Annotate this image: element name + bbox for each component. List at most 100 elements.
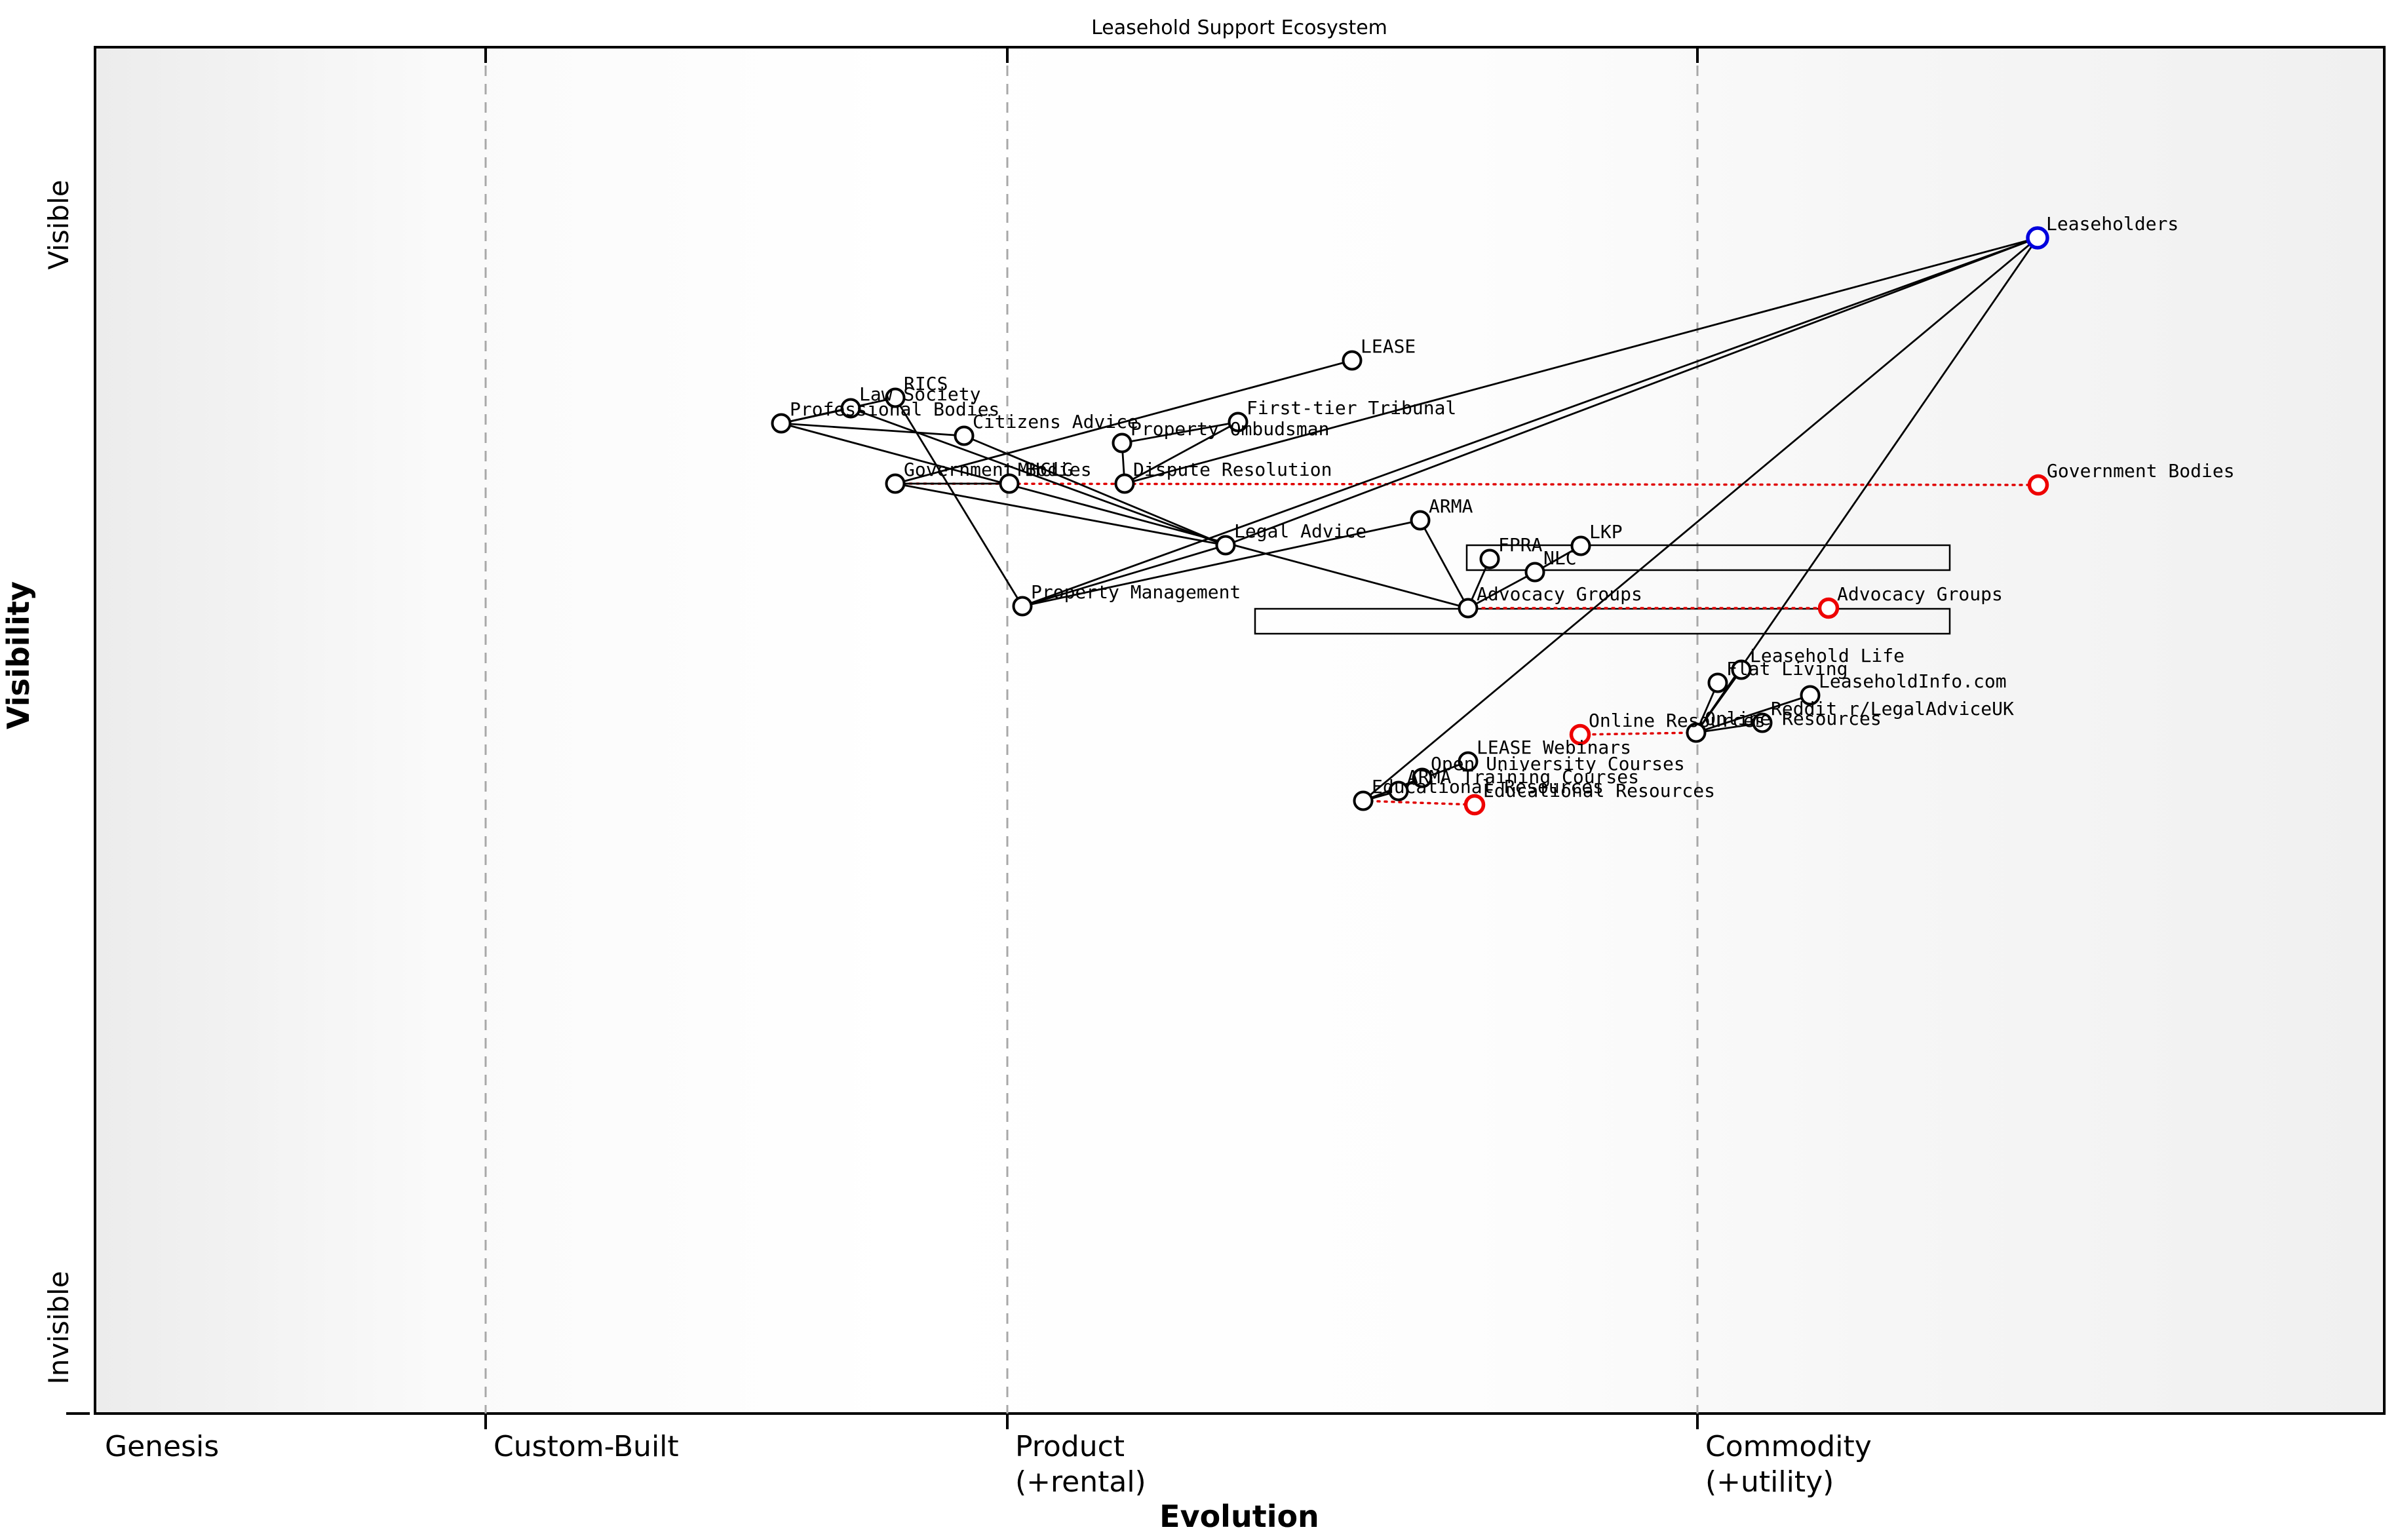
x-axis-title: Evolution bbox=[1159, 1499, 1319, 1534]
label-government_bodies: Government Bodies bbox=[904, 459, 1092, 480]
label-reddit: Reddit r/LegalAdviceUK bbox=[1771, 698, 2014, 720]
label-online_resources: Online Resources bbox=[1705, 708, 1882, 729]
label-open_university: Open University Courses bbox=[1431, 753, 1685, 775]
label-lkp: LKP bbox=[1589, 521, 1623, 543]
node-property_management[interactable] bbox=[1012, 596, 1033, 617]
node-arma_training[interactable] bbox=[1388, 780, 1409, 801]
evolve-links bbox=[894, 482, 2040, 806]
label-property_management: Property Management bbox=[1031, 581, 1241, 603]
evolve-link bbox=[1579, 731, 1697, 736]
label-arma_training: ARMA Training Courses bbox=[1407, 766, 1639, 788]
edge-advocacy_groups--nlc bbox=[1467, 571, 1536, 609]
label-dispute_resolution: Dispute Resolution bbox=[1133, 459, 1332, 480]
label-law_society: Law Society bbox=[859, 383, 980, 405]
axis-ticks bbox=[66, 47, 1699, 1429]
edge-dispute_resolution--first_tier_tribunal bbox=[1124, 421, 1239, 485]
label-rics: RICS bbox=[904, 373, 948, 395]
node-advocacy_groups_evolved[interactable] bbox=[1817, 597, 1840, 619]
node-first_tier_tribunal[interactable] bbox=[1228, 412, 1248, 433]
edge-online_resources--leaseholdinfo bbox=[1695, 694, 1811, 734]
label-first_tier_tribunal: First-tier Tribunal bbox=[1247, 397, 1456, 419]
node-flat_living[interactable] bbox=[1707, 672, 1728, 693]
label-nlc: NLC bbox=[1543, 547, 1577, 569]
map-nodes bbox=[771, 226, 2049, 816]
label-professional_bodies: Professional Bodies bbox=[790, 398, 999, 420]
node-lease_webinars[interactable] bbox=[1458, 751, 1479, 772]
label-leasehold_life: Leasehold Life bbox=[1750, 645, 1905, 666]
node-rics[interactable] bbox=[885, 387, 906, 408]
node-online_resources_evolved[interactable] bbox=[1569, 723, 1591, 746]
node-fpra[interactable] bbox=[1479, 549, 1500, 569]
label-mhclg: MHCLG bbox=[1018, 459, 1073, 480]
edge-property_management--legal_advice bbox=[1022, 544, 1226, 607]
node-advocacy_groups[interactable] bbox=[1458, 598, 1479, 619]
market-box bbox=[1465, 544, 1951, 571]
label-arma: ARMA bbox=[1429, 495, 1473, 517]
label-leaseholdinfo: LeaseholdInfo.com bbox=[1819, 670, 2007, 692]
chart-title: Leasehold Support Ecosystem bbox=[1091, 16, 1387, 39]
edge-advocacy_groups--arma bbox=[1419, 520, 1469, 609]
edge-online_resources--leasehold_life bbox=[1695, 669, 1743, 733]
node-nlc[interactable] bbox=[1524, 562, 1545, 583]
edge-first_tier_tribunal--property_ombudsman bbox=[1121, 421, 1239, 444]
stage-sublabel-3: (+utility) bbox=[1705, 1465, 1834, 1499]
stage-label-1: Custom-Built bbox=[494, 1430, 679, 1463]
node-leaseholders[interactable] bbox=[2026, 226, 2049, 250]
node-legal_advice[interactable] bbox=[1215, 535, 1236, 556]
node-leasehold_life[interactable] bbox=[1731, 659, 1752, 680]
edge-rics--property_management bbox=[894, 397, 1024, 607]
label-flat_living: Flat Living bbox=[1726, 658, 1848, 680]
edge-professional_bodies--citizens_advice bbox=[781, 422, 965, 437]
label-leaseholders: Leaseholders bbox=[2046, 213, 2178, 235]
evolve-link bbox=[894, 482, 2040, 486]
edge-property_management--arma bbox=[1022, 519, 1421, 607]
node-open_university[interactable] bbox=[1412, 767, 1433, 788]
label-fpra: FPRA bbox=[1498, 534, 1543, 556]
y-label-visible: Visible bbox=[43, 180, 75, 269]
market-boxes bbox=[1254, 544, 1951, 635]
node-lkp[interactable] bbox=[1570, 535, 1591, 556]
node-online_resources[interactable] bbox=[1686, 722, 1707, 743]
node-lease[interactable] bbox=[1342, 350, 1363, 371]
stage-sublabel-2: (+rental) bbox=[1015, 1465, 1146, 1499]
edge-leaseholders--dispute_resolution bbox=[1124, 237, 2038, 485]
label-legal_advice: Legal Advice bbox=[1234, 520, 1366, 542]
label-educational_resources: Educational Resources bbox=[1372, 776, 1604, 798]
node-citizens_advice[interactable] bbox=[954, 425, 975, 446]
edge-professional_bodies--rics bbox=[781, 396, 896, 425]
stage-label-3: Commodity bbox=[1705, 1430, 1872, 1463]
y-axis-title: Visibility bbox=[1, 581, 36, 729]
node-educational_resources_evolved[interactable] bbox=[1463, 794, 1486, 816]
market-box bbox=[1254, 607, 1951, 635]
node-government_bodies[interactable] bbox=[885, 473, 906, 494]
node-government_bodies_evolved[interactable] bbox=[2027, 474, 2049, 496]
node-property_ombudsman[interactable] bbox=[1112, 433, 1132, 453]
edge-professional_bodies--advocacy_groups bbox=[781, 422, 1469, 609]
label-advocacy_groups: Advocacy Groups bbox=[1477, 583, 1642, 605]
node-professional_bodies[interactable] bbox=[771, 413, 792, 434]
label-government_bodies_evolved: Government Bodies bbox=[2047, 460, 2235, 482]
node-leaseholdinfo[interactable] bbox=[1800, 685, 1821, 706]
node-reddit[interactable] bbox=[1752, 712, 1773, 733]
node-dispute_resolution[interactable] bbox=[1114, 473, 1135, 494]
label-online_resources_evolved: Online Resources bbox=[1589, 710, 1766, 731]
node-arma[interactable] bbox=[1410, 510, 1431, 531]
edge-leaseholders--educational_resources bbox=[1363, 237, 2038, 802]
label-property_ombudsman: Property Ombudsman bbox=[1131, 418, 1329, 440]
label-lease_webinars: LEASE Webinars bbox=[1477, 737, 1631, 758]
edge-online_resources--reddit bbox=[1695, 722, 1763, 734]
plot-area bbox=[94, 46, 2386, 1415]
node-mhclg[interactable] bbox=[999, 473, 1020, 494]
node-educational_resources[interactable] bbox=[1353, 790, 1374, 811]
evolve-link bbox=[1362, 799, 1476, 806]
label-educational_resources_evolved: Educational Resources bbox=[1483, 780, 1715, 801]
edge-government_bodies--lease bbox=[895, 359, 1353, 485]
label-lease: LEASE bbox=[1361, 336, 1416, 357]
stage-label-2: Product bbox=[1015, 1430, 1125, 1463]
dependency-edges bbox=[781, 237, 2039, 802]
edge-citizens_advice--legal_advice bbox=[963, 434, 1226, 547]
node-law_society[interactable] bbox=[840, 398, 861, 419]
